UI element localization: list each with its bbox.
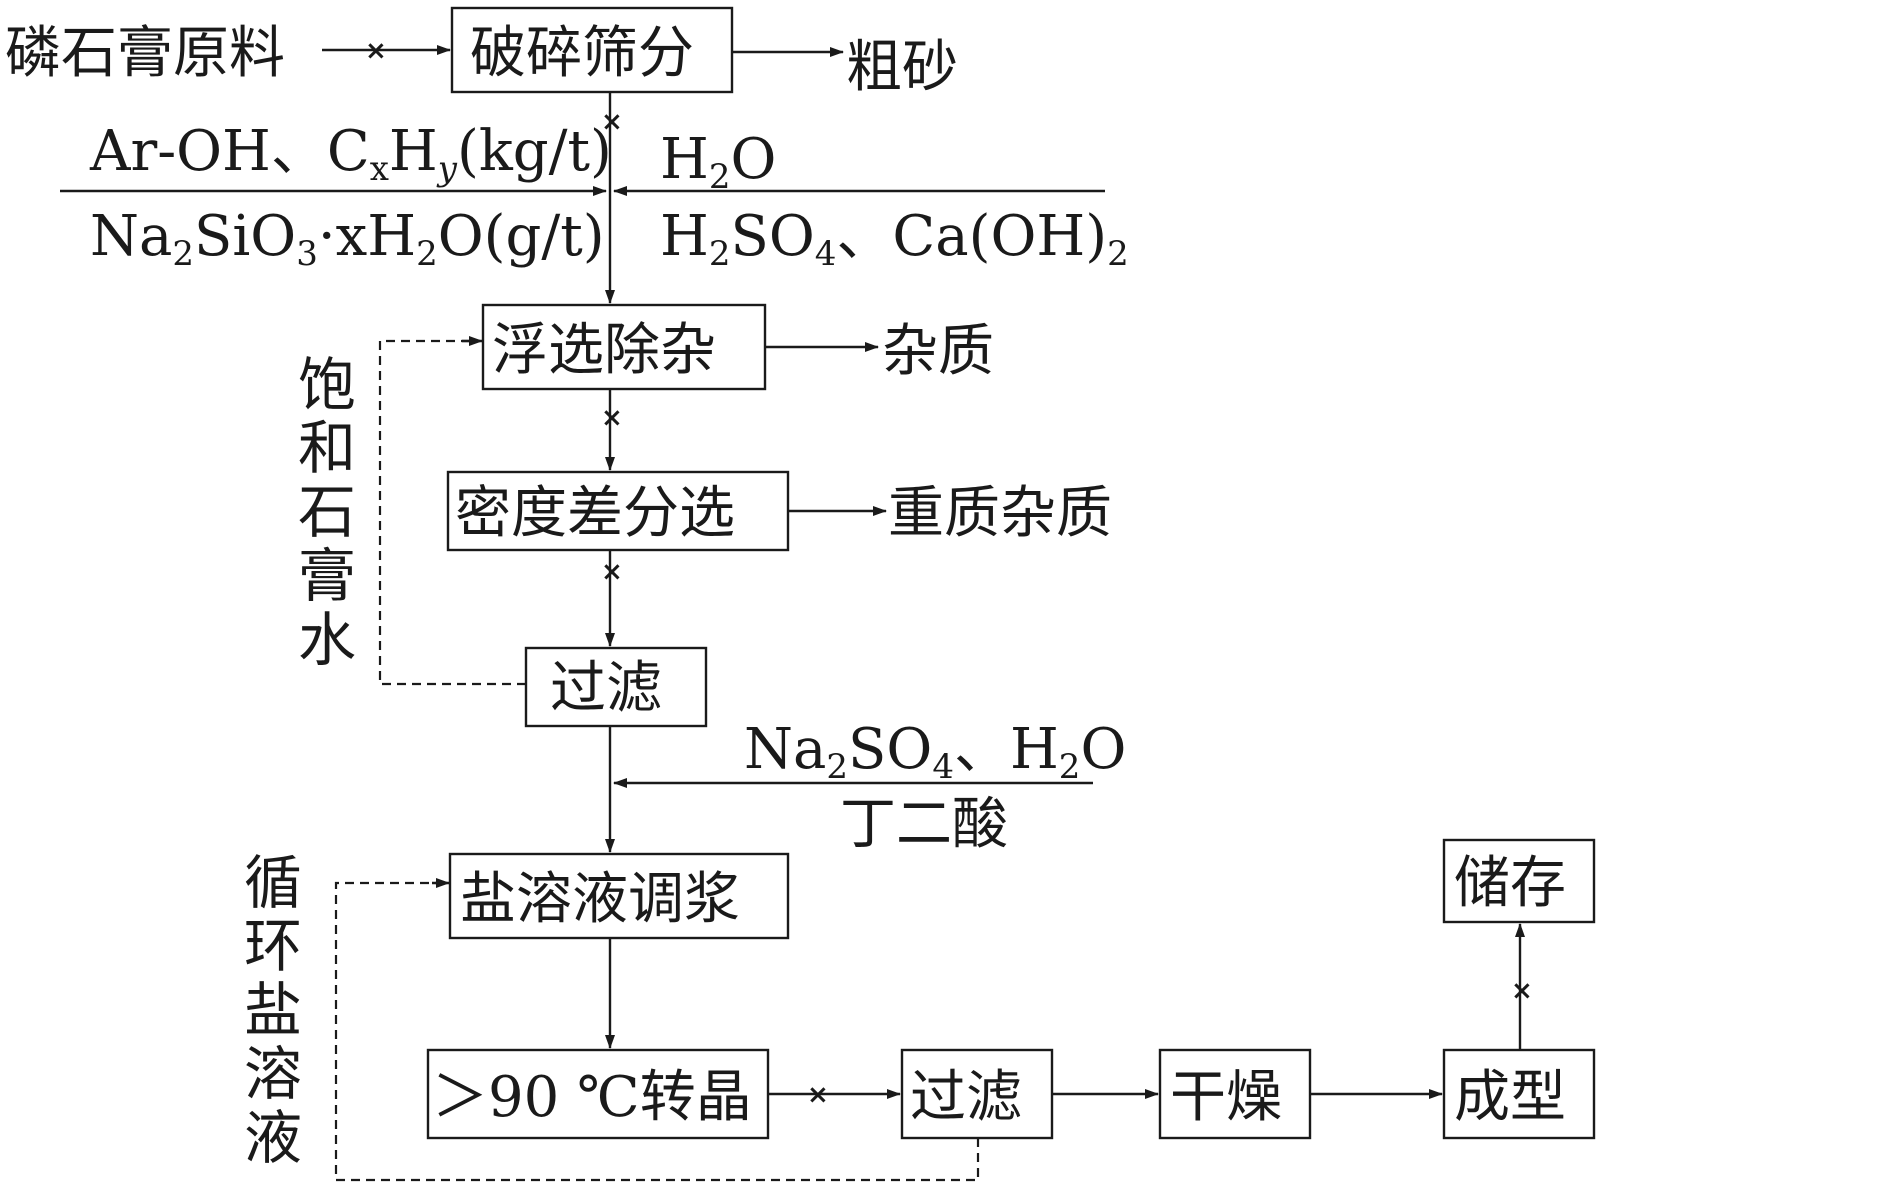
label-char: 饱 (298, 351, 356, 419)
box-salt-slurry (448, 852, 790, 940)
node-impurity: 杂质 (882, 319, 994, 384)
reagent-salt-top: Na2SO4、H2O (744, 717, 1126, 787)
label-salt-solution: 循 环 盐 溶 液 (244, 849, 302, 1172)
cross-marker: × (1511, 976, 1533, 1006)
node-raw-material: 磷石膏原料 (5, 21, 285, 86)
node-flotation: 浮选除杂 (492, 318, 716, 383)
label-char: 溶 (244, 1040, 302, 1108)
box-crystal-transform (426, 1048, 770, 1140)
label-char: 石 (298, 478, 356, 546)
label-char: 环 (244, 912, 302, 980)
cross-marker: × (601, 557, 623, 587)
cross-marker: × (365, 36, 387, 66)
node-filter-2: 过滤 (910, 1065, 1022, 1130)
node-filter-1: 过滤 (550, 656, 662, 721)
recycle-line-salt-solution (334, 881, 980, 1182)
box-density-separation (446, 470, 790, 552)
node-shape: 成型 (1454, 1065, 1566, 1130)
node-salt-slurry: 盐溶液调浆 (460, 867, 740, 932)
box-flotation (481, 303, 767, 391)
node-dry: 干燥 (1170, 1065, 1282, 1130)
label-char: 液 (244, 1104, 302, 1172)
box-dry (1158, 1048, 1312, 1140)
recycle-line-gypsum-water (378, 339, 526, 686)
box-filter-1 (524, 646, 708, 728)
cross-marker: × (601, 403, 623, 433)
label-char: 水 (298, 606, 356, 674)
label-char: 循 (244, 849, 302, 917)
label-char: 和 (298, 414, 356, 482)
node-crystal-transform: ＞90 ℃转晶 (432, 1065, 752, 1130)
node-store: 储存 (1454, 851, 1566, 916)
reagent-left-bottom: Na2SiO3·xH2O(g/t) (90, 204, 605, 274)
cross-marker: × (601, 107, 623, 137)
label-char: 膏 (298, 542, 356, 610)
reagent-right-bottom: H2SO4、Ca(OH)2 (660, 204, 1129, 274)
node-heavy-impurity: 重质杂质 (888, 481, 1112, 546)
box-store (1442, 838, 1596, 924)
box-shape (1442, 1048, 1596, 1140)
cross-marker: × (807, 1080, 829, 1110)
box-crush-screen (450, 6, 734, 94)
label-char: 盐 (244, 976, 302, 1044)
reagent-salt-bottom: 丁二酸 (840, 792, 1008, 857)
reagent-right-top: H2O (660, 127, 776, 197)
label-gypsum-water: 饱 和 石 膏 水 (298, 351, 356, 674)
node-crush-screen: 破碎筛分 (470, 21, 694, 86)
node-coarse-sand: 粗砂 (846, 35, 958, 100)
reagent-left-top: Ar-OH、CxHy(kg/t) (89, 119, 612, 189)
node-density-separation: 密度差分选 (455, 481, 735, 546)
